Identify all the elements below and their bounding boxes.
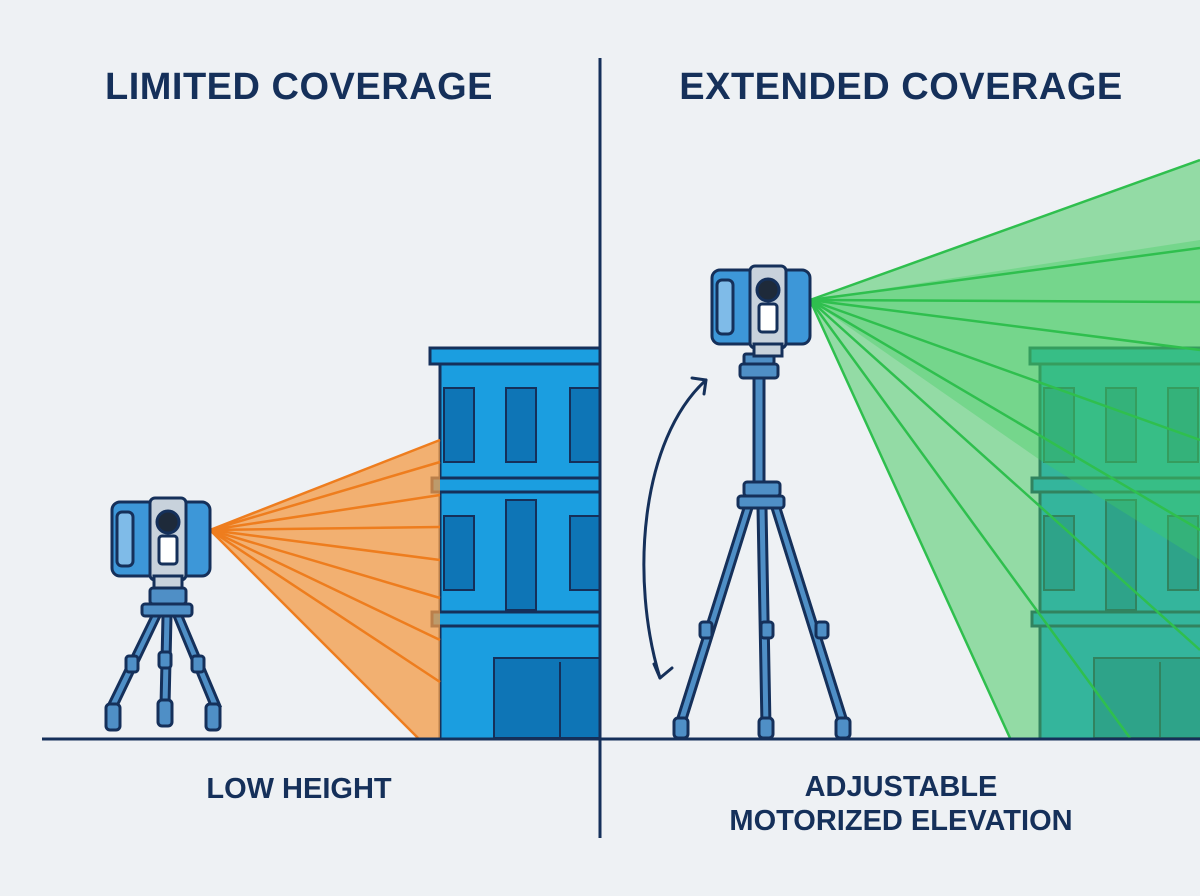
extended-scan-beam (808, 158, 1200, 739)
laser-scanner-icon (710, 264, 812, 358)
tripod-icon (672, 352, 852, 740)
caption-motorized-elevation: ADJUSTABLE MOTORIZED ELEVATION (602, 770, 1200, 838)
caption-line-2: MOTORIZED ELEVATION (729, 805, 1073, 837)
limited-scan-beam (209, 438, 441, 739)
building-icon (428, 346, 599, 741)
tripod-icon (104, 586, 223, 732)
laser-scanner-icon (110, 496, 212, 590)
panel-title-right: EXTENDED COVERAGE (679, 66, 1123, 108)
caption-line-1: ADJUSTABLE (804, 771, 998, 803)
panel-title-left: LIMITED COVERAGE (104, 66, 494, 108)
curved-double-arrow-icon (642, 376, 708, 680)
caption-low-height: LOW HEIGHT (206, 773, 392, 805)
